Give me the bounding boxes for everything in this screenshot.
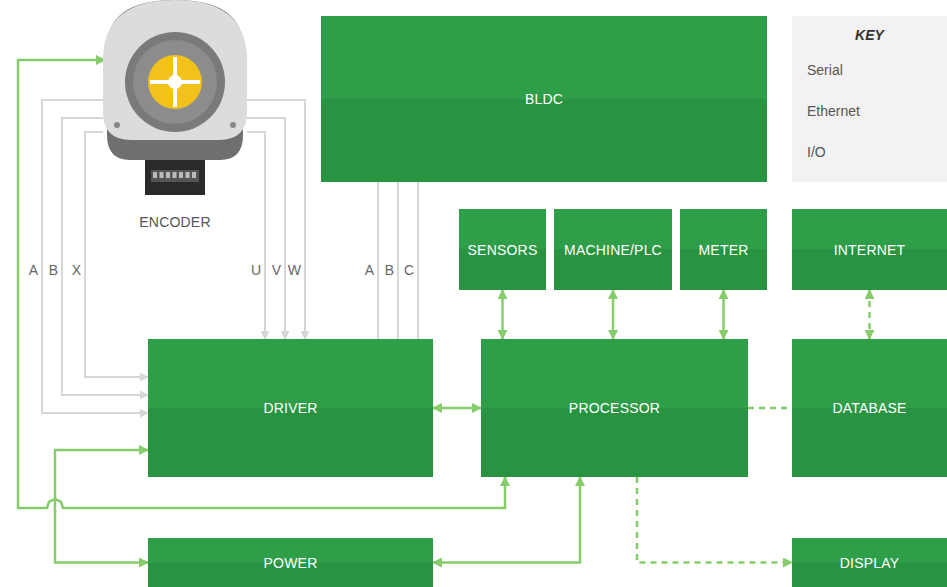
ethernet-link [748,407,792,410]
encoder-housing [103,0,247,140]
plc-box: MACHINE/PLC [554,209,672,290]
signal-name: X [71,262,82,278]
io-wire [377,182,379,339]
signal-name: A [364,262,375,278]
box-label: MACHINE/PLC [564,242,662,258]
ethernet-link [637,477,792,563]
encoder-connector [145,160,205,195]
box-label: BLDC [525,91,563,107]
signal-name: W [287,262,302,278]
serial-link [722,290,725,339]
legend-text: Ethernet [807,103,860,119]
database-box: DATABASE [792,339,947,477]
io-wire [247,132,265,339]
internet-box: INTERNET [792,209,947,290]
legend-text: I/O [807,144,826,160]
connector-pins [151,170,199,182]
legend-panel: KEY SerialEthernetI/O [792,16,947,182]
io-wire [247,100,305,339]
meter-box: METER [680,209,767,290]
legend-title: KEY [855,27,884,43]
shaft-cross [150,57,200,107]
serial-link [501,290,504,339]
box-label: SENSORS [468,242,538,258]
signal-name: C [403,262,415,278]
connector-pin [160,172,164,178]
box-label: METER [699,242,749,258]
processor-box: PROCESSOR [481,339,748,477]
box-label: DATABASE [832,400,906,416]
serial-link [433,477,580,563]
sensor-box: SENSORS [459,209,546,290]
io-wire [397,182,399,339]
power-box: POWER [148,538,433,587]
driver-box: DRIVER [148,339,433,477]
mount-hole [230,122,236,128]
signal-name: A [28,262,39,278]
motor-box: BLDC [321,16,767,182]
mount-hole [114,122,120,128]
serial-link [612,290,615,339]
signal-name: B [384,262,395,278]
signal-name: V [271,262,282,278]
display-box: DISPLAY [792,538,947,587]
encoder-hub-ring [133,40,217,124]
signal-name: U [250,262,262,278]
encoder-hub [125,32,225,132]
connector-pin [192,172,196,178]
box-label: INTERNET [834,242,906,258]
box-label: PROCESSOR [569,400,660,416]
connector-pin [186,172,190,178]
signal-name: B [48,262,59,278]
io-wire [85,132,148,377]
box-label: DISPLAY [840,555,900,571]
serial-link [55,450,148,563]
legend-text: Serial [807,62,843,78]
encoder-illustration [95,0,255,200]
io-wire [247,118,285,339]
serial-link [433,407,481,410]
connector-pin [153,172,157,178]
part-label: ENCODER [139,214,210,230]
io-wire [417,182,419,339]
connector-pin [166,172,170,178]
encoder: ENCODER [95,0,255,232]
box-label: POWER [264,555,318,571]
connector-pin [179,172,183,178]
box-label: DRIVER [263,400,317,416]
connector-pin [173,172,177,178]
ethernet-link [868,290,871,339]
encoder-shaft [148,55,202,109]
